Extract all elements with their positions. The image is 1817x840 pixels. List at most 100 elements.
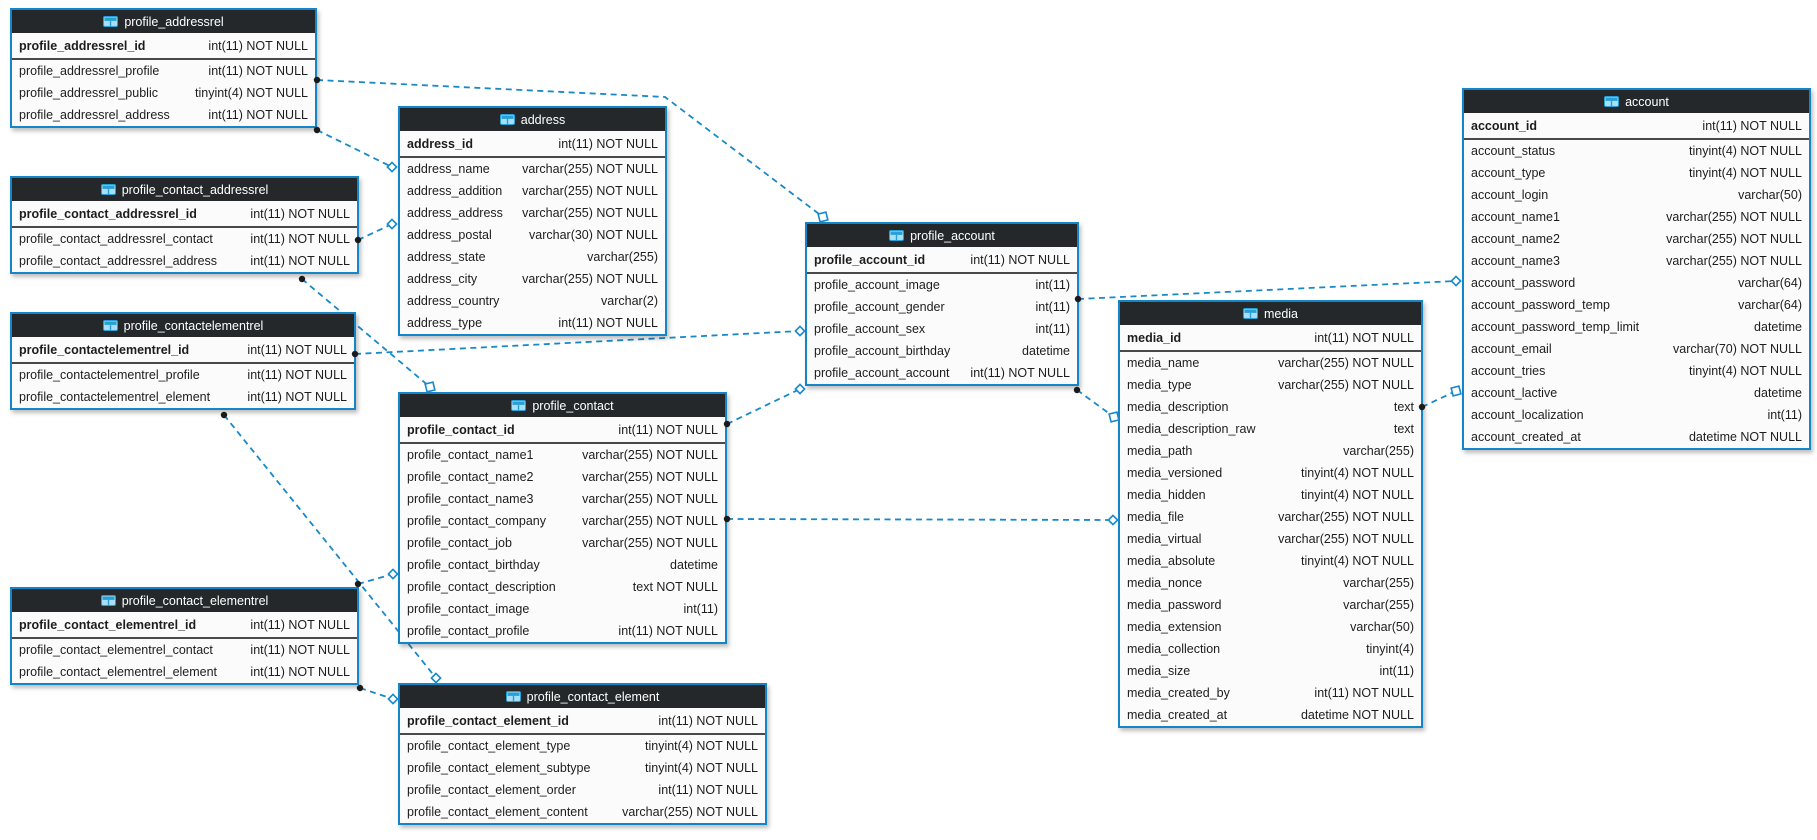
primary-key-row[interactable]: profile_contact_id int(11) NOT NULL [400,417,725,444]
table-header[interactable]: profile_addressrel [12,10,315,33]
table-header[interactable]: media [1120,302,1421,325]
relationship-line-profile_contact_elementrel-to-profile_contact[interactable] [357,573,394,585]
relationship-line-profile_account-to-media[interactable] [1076,389,1115,418]
primary-key-row[interactable]: profile_contact_addressrel_id int(11) NO… [12,201,357,228]
relationship-line-profile_addressrel-to-address[interactable] [316,129,393,168]
primary-key-row[interactable]: account_id int(11) NOT NULL [1464,113,1809,140]
relationship-line-profile_contact_addressrel-to-profile_contact[interactable] [301,278,431,388]
entity-table-profile_account[interactable]: profile_account profile_account_id int(1… [805,222,1079,386]
table-header[interactable]: profile_contact_elementrel [12,589,357,612]
table-header[interactable]: profile_contactelementrel [12,314,354,337]
relationship-line-profile_contact-to-media[interactable] [726,518,1114,521]
table-header[interactable]: profile_account [807,224,1077,247]
relationship-line-profile_contact_addressrel-to-address[interactable] [357,223,393,241]
primary-key-row[interactable]: profile_contact_element_id int(11) NOT N… [400,708,765,735]
primary-key-row[interactable]: address_id int(11) NOT NULL [400,131,665,158]
entity-table-media[interactable]: media media_id int(11) NOT NULL media_na… [1118,300,1423,728]
primary-key-row[interactable]: media_id int(11) NOT NULL [1120,325,1421,352]
entity-table-profile_contact_element[interactable]: profile_contact_element profile_contact_… [398,683,767,825]
table-header[interactable]: account [1464,90,1809,113]
entity-table-address[interactable]: address address_id int(11) NOT NULL addr… [398,106,667,336]
entity-table-account[interactable]: account account_id int(11) NOT NULL acco… [1462,88,1811,450]
relationship-line-profile_contactelementrel-to-profile_account[interactable] [354,330,801,355]
entity-table-profile_contactelementrel[interactable]: profile_contactelementrel profile_contac… [10,312,356,410]
table-header[interactable]: profile_contact_element [400,685,765,708]
entity-table-profile_contact_addressrel[interactable]: profile_contact_addressrel profile_conta… [10,176,359,274]
entity-table-profile_contact_elementrel[interactable]: profile_contact_elementrel profile_conta… [10,587,359,685]
relationship-line-profile_contact_elementrel-to-profile_contact_element[interactable] [359,687,394,700]
entity-table-profile_addressrel[interactable]: profile_addressrel profile_addressrel_id… [10,8,317,128]
relationship-line-profile_contact-to-profile_account[interactable] [726,388,801,425]
primary-key-row[interactable]: profile_account_id int(11) NOT NULL [807,247,1077,274]
relationship-line-profile_contactelementrel-to-profile_contact_element[interactable] [223,414,437,679]
table-header[interactable]: profile_contact_addressrel [12,178,357,201]
relationship-line-profile_addressrel-to-profile_account[interactable] [316,79,824,218]
table-header[interactable]: profile_contact [400,394,725,417]
primary-key-row[interactable]: profile_contactelementrel_id int(11) NOT… [12,337,354,364]
primary-key-row[interactable]: profile_addressrel_id int(11) NOT NULL [12,33,315,60]
